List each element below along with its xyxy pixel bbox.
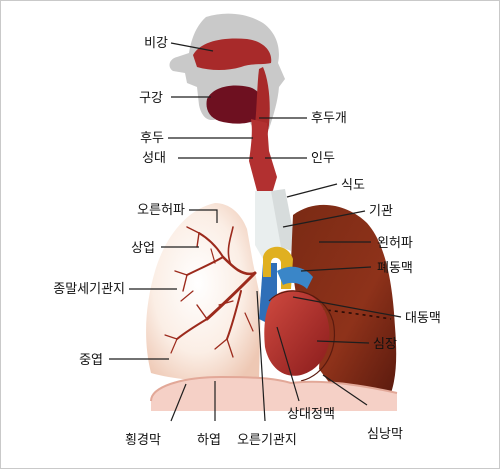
label-terminal-bronchiole: 종말세기관지 — [53, 282, 125, 297]
label-pharynx: 인두 — [311, 151, 335, 166]
label-esophagus: 식도 — [341, 178, 365, 193]
label-pulmonary-artery: 폐동맥 — [377, 261, 413, 276]
label-nasal-cavity: 비강 — [144, 36, 168, 51]
diaphragm — [151, 377, 397, 411]
label-aorta: 대동맥 — [405, 311, 441, 326]
leader-lines — [109, 42, 402, 422]
label-diaphragm: 횡경막 — [125, 433, 161, 448]
label-trachea: 기관 — [369, 204, 393, 219]
label-larynx: 후두 — [140, 131, 164, 146]
pericardium-outline — [268, 290, 335, 382]
label-vocal-cords: 성대 — [142, 151, 166, 166]
oral-cavity — [206, 85, 264, 124]
left-lung — [291, 204, 397, 395]
label-middle-lobe: 중엽 — [79, 353, 103, 368]
label-upper-lobe: 상업 — [131, 241, 155, 256]
diaphragm-edge — [150, 375, 398, 402]
label-superior-vena-cava: 상대정맥 — [287, 407, 335, 422]
label-right-bronchus: 오른기관지 — [237, 433, 297, 448]
label-right-lung: 오른허파 — [137, 203, 185, 218]
label-left-lung: 왼허파 — [377, 236, 413, 251]
heart — [264, 290, 330, 376]
label-oral-cavity: 구강 — [139, 91, 163, 106]
bronchial-tree — [164, 226, 257, 358]
label-lower-lobe: 하엽 — [197, 433, 221, 448]
label-heart: 심장 — [373, 337, 397, 352]
label-pericardium: 심낭막 — [367, 427, 403, 442]
right-lung — [146, 203, 261, 382]
nasal-cavity — [193, 38, 272, 70]
pulmonary-artery-vessel — [277, 266, 313, 289]
esophagus — [271, 189, 293, 251]
larynx-shape — [249, 119, 277, 197]
label-epiglottis: 후두개 — [311, 111, 347, 126]
